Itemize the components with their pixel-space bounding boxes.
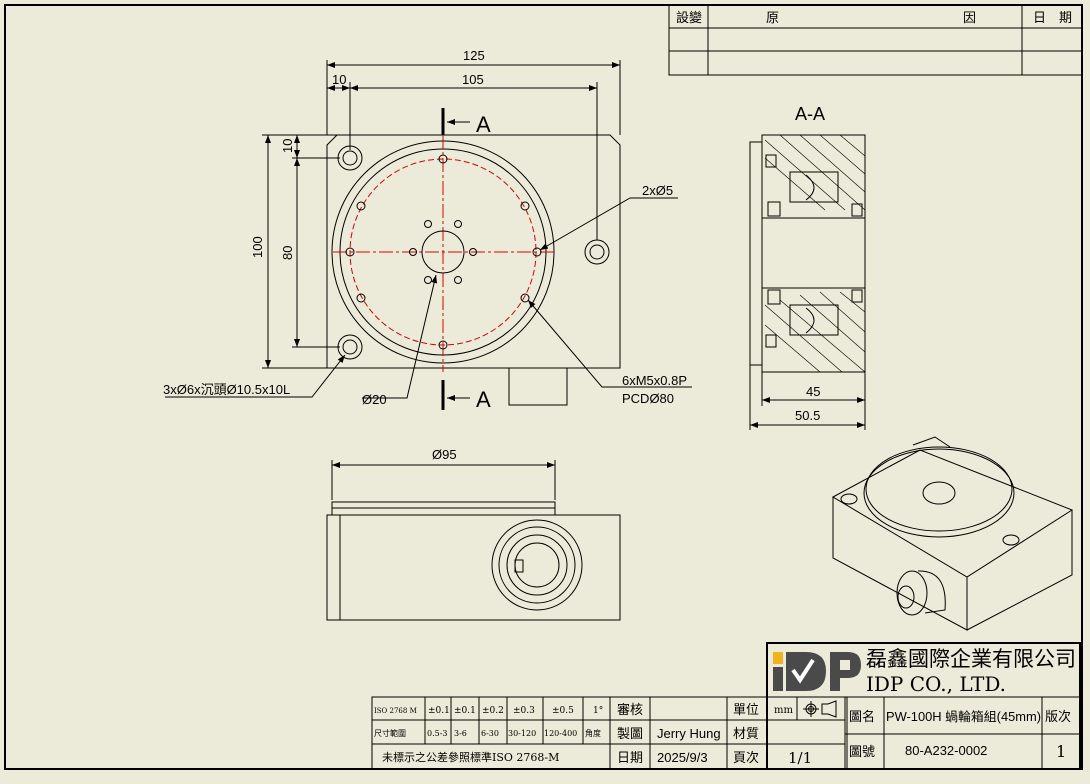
rev-header-reason-1: 原 [766,11,779,26]
base-tab [508,367,568,406]
center-bore [421,230,465,274]
tol-4: ±0.3 [513,706,535,716]
base-plate-outline [326,134,621,369]
callout-counterbore: 3xØ6x沉頭Ø10.5x10L [163,382,290,397]
title-block: 磊鑫國際企業有限公司 IDP CO., LTD. ISO 2768 M ±0.1… [371,642,1081,770]
date-label: 日期 [617,751,643,766]
callout-bore-d20: Ø20 [362,392,387,407]
drawing-name: PW-100H 蝸輪箱組(45mm) [886,709,1041,724]
date-value: 2025/9/3 [657,750,708,765]
section-marker-top [441,108,470,135]
rev-header-change: 設變 [676,10,702,26]
dim-45: 45 [806,384,820,399]
section-view: A-A 45 50.5 [749,104,866,430]
dim-80: 80 [280,246,295,260]
section-marker-bottom [441,380,470,410]
page-value: 1/1 [788,749,812,767]
version-value: 1 [1056,742,1066,761]
top-view: 125 10 105 100 10 80 2xØ5 3xØ6x沉頭Ø10.5x1… [163,48,692,412]
dim-100: 100 [250,236,265,258]
number-label: 圖號 [849,745,875,760]
drawing-number: 80-A232-0002 [905,743,987,758]
section-label-top: A [476,112,491,137]
tol-5: ±0.5 [552,706,574,716]
review-label: 審核 [617,703,643,718]
range-1: 0.5-3 [427,729,448,738]
section-label-bottom: A [476,387,491,412]
shaft-bore [761,217,866,289]
tol-3: ±0.2 [482,706,504,716]
rev-header-reason-2: 因 [963,11,976,26]
revision-table: 設變 原 因 日 期 [668,4,1083,76]
tol-angle: 1° [593,706,603,716]
front-view: Ø95 [326,447,621,621]
dim-10-v: 10 [280,139,295,153]
company-logo [773,652,861,691]
range-3: 6-30 [481,729,499,738]
page-label: 頁次 [733,750,759,766]
unit-value: mm [774,705,793,716]
dim-d95: Ø95 [432,447,457,462]
company-name-cn: 磊鑫國際企業有限公司 [866,647,1076,671]
tol-iso: ISO 2768 M [374,707,417,715]
keyway [514,559,524,573]
tolerance-note: 未標示之公差參照標準ISO 2768-M [382,750,559,764]
dim-125: 125 [463,48,485,63]
tol-2: ±0.1 [454,706,476,716]
dim-50-5: 50.5 [795,408,820,423]
tol-1: ±0.1 [428,706,450,716]
drawn-label: 製圖 [617,727,643,742]
range-5: 120-400 [544,729,577,738]
version-label: 版次 [1045,709,1071,725]
range-4: 30-120 [508,729,536,738]
drawn-value: Jerry Hung [657,726,721,741]
callout-2xd5: 2xØ5 [642,183,673,198]
name-label: 圖名 [849,709,875,725]
callout-pcd-d80: PCDØ80 [622,391,674,406]
projection-symbol-icon [803,700,837,718]
dim-105: 105 [462,72,484,87]
range-angle: 角度 [585,728,601,738]
callout-tapped: 6xM5x0.8P [622,373,687,388]
pcd-holes [345,154,542,350]
range-label: 尺寸範圍 [374,728,406,738]
unit-label: 單位 [733,703,759,718]
dim-10: 10 [332,72,346,87]
isometric-view [831,436,1074,631]
section-title: A-A [795,104,825,124]
rev-header-date: 日 期 [1033,11,1072,26]
company-name-en: IDP CO., LTD. [866,672,1006,696]
material-label: 材質 [733,727,759,742]
range-2: 3-6 [454,729,467,738]
